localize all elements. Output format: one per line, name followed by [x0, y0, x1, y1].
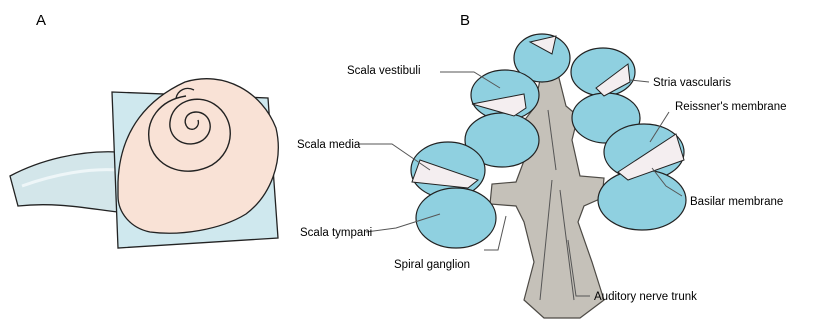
panel-a-letter: A [36, 12, 46, 29]
panel-a: A [10, 12, 278, 248]
label-scala-vestibuli: Scala vestibuli [347, 65, 421, 77]
label-scala-media: Scala media [297, 139, 361, 151]
label-spiral-ganglion: Spiral ganglion [394, 259, 470, 271]
label-basilar-membrane: Basilar membrane [690, 196, 783, 208]
cochlea-tail [10, 152, 118, 212]
label-stria-vascularis: Stria vascularis [653, 77, 731, 89]
panel-b-letter: B [460, 12, 470, 29]
label-reissners-membrane: Reissner's membrane [675, 101, 787, 113]
cochlear-turn-lower-right [598, 124, 686, 230]
label-scala-tympani: Scala tympani [300, 227, 372, 239]
label-auditory-nerve-trunk: Auditory nerve trunk [594, 291, 697, 303]
panel-b: B [297, 12, 787, 318]
